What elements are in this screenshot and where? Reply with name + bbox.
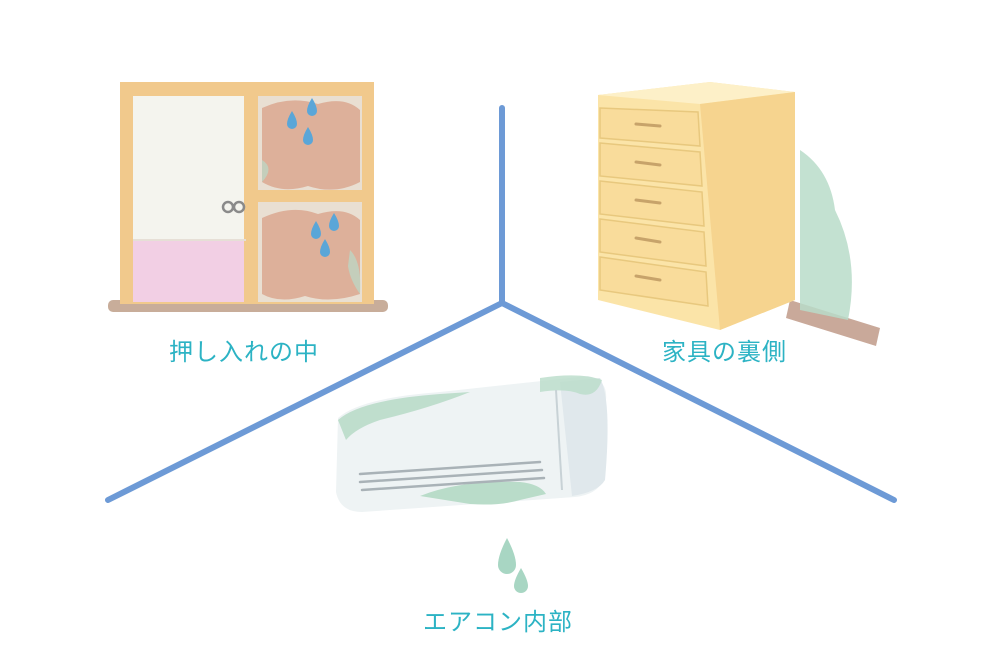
closet-label: 押し入れの中 — [169, 338, 319, 366]
aircon-label: エアコン内部 — [423, 608, 573, 636]
divider-left — [105, 300, 505, 503]
closet-icon — [108, 82, 388, 312]
dresser-icon — [598, 82, 880, 346]
divider-right — [499, 300, 897, 503]
air-conditioner-icon — [336, 375, 608, 593]
divider-lines — [105, 105, 897, 503]
furniture-label: 家具の裏側 — [662, 338, 787, 366]
